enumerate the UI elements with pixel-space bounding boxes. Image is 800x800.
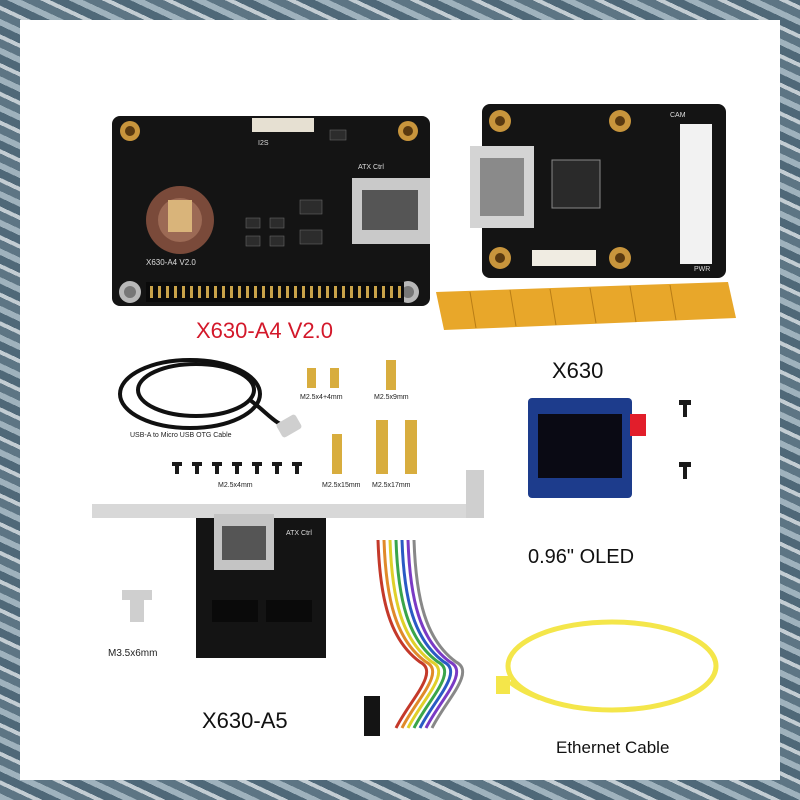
usb-plug: [276, 414, 302, 438]
dupont-connector: [364, 696, 380, 736]
x630-silkscreen-pwr: PWR: [694, 266, 711, 273]
ethernet-plug: [496, 676, 510, 694]
label-screw-d: M2.5x15mm: [322, 482, 361, 489]
label-screw-e: M2.5x17mm: [372, 482, 411, 489]
usb-cable: [118, 358, 293, 430]
silver-screw: [122, 590, 152, 622]
rainbow-ribbon-cable: [376, 539, 465, 729]
label-ethernet-cable: Ethernet Cable: [556, 738, 670, 757]
black-screws: [172, 400, 691, 479]
x630-a4-board: [112, 116, 430, 306]
a4-silkscreen-atx: ATX Ctrl: [358, 164, 384, 171]
label-screw-a: M2.5x4+4mm: [300, 394, 343, 401]
x630-a5-assembly: [92, 470, 484, 658]
label-x630-a4: X630-A4 V2.0: [196, 318, 333, 343]
ethernet-cable: [505, 619, 719, 713]
a4-silkscreen-i2s: I2S: [258, 140, 269, 147]
a5-silkscreen-atx: ATX Ctrl: [286, 530, 312, 537]
oled-module: [528, 398, 646, 498]
brass-standoffs: [307, 360, 417, 474]
label-screw-c: M2.5x4mm: [218, 482, 253, 489]
a4-silkscreen-model: X630-A4 V2.0: [146, 258, 196, 267]
x630-board: [470, 104, 726, 278]
label-usb-cable: USB-A to Micro USB OTG Cable: [130, 432, 232, 439]
label-oled: 0.96" OLED: [528, 546, 635, 568]
label-screw-b: M2.5x9mm: [374, 394, 409, 401]
label-x630: X630: [552, 358, 604, 383]
label-screw-f: M3.5x6mm: [108, 648, 158, 659]
ribbon-cable: [436, 282, 736, 330]
x630-silkscreen-cam: CAM: [670, 112, 686, 119]
ribbon-cable-stripes: [469, 284, 677, 329]
label-x630-a5: X630-A5: [202, 708, 288, 733]
